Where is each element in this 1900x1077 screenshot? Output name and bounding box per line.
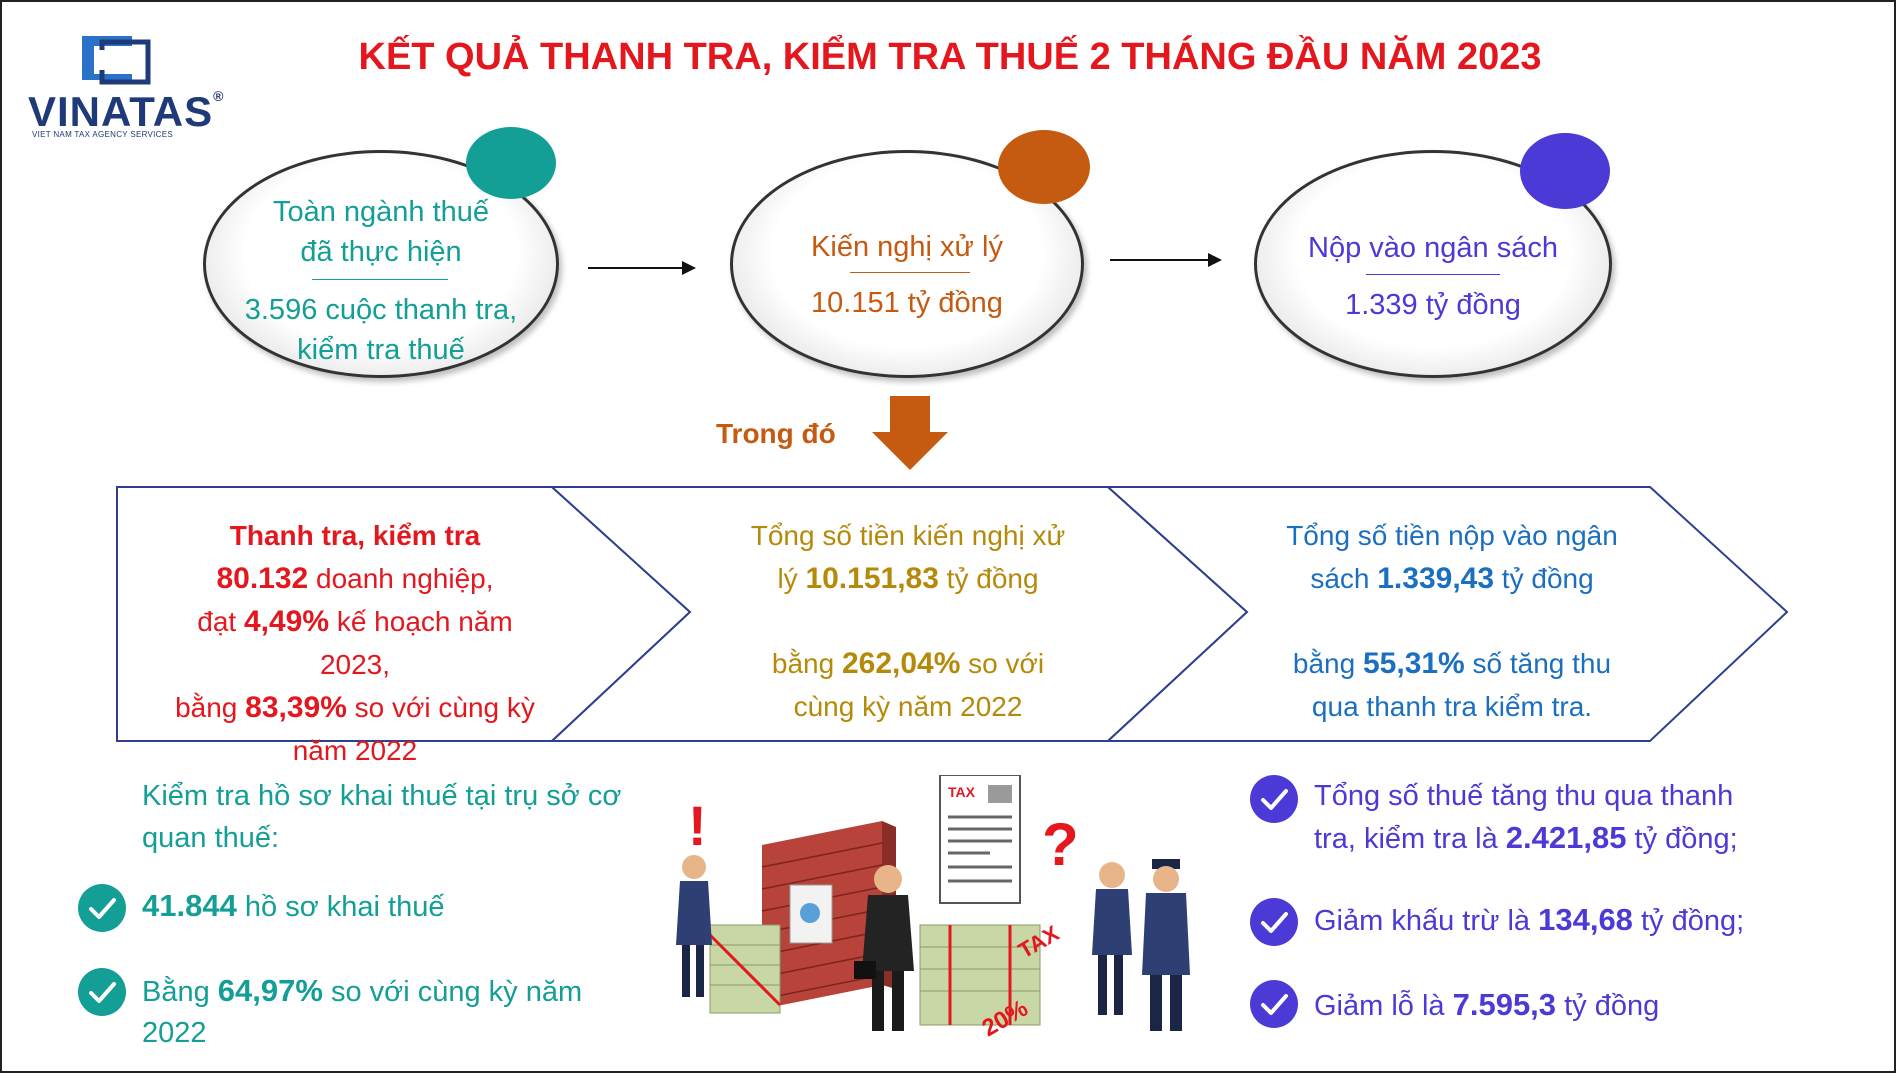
block3-text: Tổng số tiền nộp vào ngân sách 1.339,43 … (1262, 514, 1642, 728)
ellipse1-line4: kiểm tra thuế (297, 334, 465, 366)
arrow-right-head-icon (682, 261, 696, 275)
money-stack-icon (708, 924, 782, 1014)
block2-text: Tổng số tiền kiến nghị xử lý 10.151,83 t… (718, 514, 1098, 728)
right-item3-post: tỷ đồng (1556, 990, 1660, 1022)
ellipse1-line3: 3.596 cuộc thanh tra, (244, 294, 518, 326)
block3-num2: 1.339,43 (1377, 562, 1495, 595)
block2-num3: 262,04% (841, 647, 961, 680)
logo-subtitle: VIET NAM TAX AGENCY SERVICES (32, 130, 174, 139)
arrow-down-icon (872, 396, 948, 470)
ellipse3-line1: Nộp vào ngân sách (1308, 232, 1558, 264)
block2-text4: cùng kỳ năm 2022 (793, 691, 1023, 722)
block3-num3: 55,31% (1362, 647, 1465, 680)
left-item2-text: so với cùng kỳ năm (322, 976, 583, 1008)
block3-text2a: sách (1310, 563, 1378, 594)
left-item1-text: hồ sơ khai thuế (236, 891, 445, 923)
right-item1-post: tỷ đồng; (1626, 823, 1738, 855)
right-item3-num: 7.595,3 (1452, 987, 1557, 1022)
money-stack-icon: TAX 20% (919, 920, 1063, 1042)
right-item1-line1: Tổng số thuế tăng thu qua thanh (1314, 780, 1734, 812)
arrow-right-head-icon (1208, 253, 1222, 267)
block1-text1: doanh nghiệp, (308, 563, 494, 594)
woman-officer-icon (1092, 862, 1132, 1015)
page-title: KẾT QUẢ THANH TRA, KIỂM TRA THUẾ 2 THÁNG… (358, 36, 1542, 78)
block3-text2b: tỷ đồng (1494, 563, 1594, 594)
police-officer-icon (1142, 859, 1190, 1031)
block1-text3b: so với cùng kỳ (346, 692, 535, 723)
right-item3-pre: Giảm lỗ là (1314, 990, 1453, 1022)
right-item2-num: 134,68 (1538, 902, 1633, 937)
businessman-icon (854, 865, 914, 1031)
purple-dot-icon (1520, 133, 1610, 209)
arrow-right-icon (1110, 259, 1210, 261)
check-circle-icon (78, 968, 126, 1016)
block3-text4: qua thanh tra kiểm tra. (1311, 691, 1593, 722)
ellipse2-line1: Kiến nghị xử lý (811, 231, 1003, 263)
orange-dot-icon (998, 130, 1090, 204)
block2-text3b: so với (960, 648, 1045, 679)
right-item1-pre: tra, kiểm tra là (1314, 823, 1506, 855)
logo-registered: ® (213, 88, 225, 104)
block3-line1: Tổng số tiền nộp vào ngân (1286, 520, 1618, 551)
check-circle-icon (78, 884, 126, 932)
block1-num3: 83,39% (245, 691, 347, 724)
ellipse1-line2: đã thực hiện (300, 236, 462, 268)
left-item2-num: 64,97% (217, 973, 323, 1008)
check-circle-icon (1250, 775, 1298, 823)
left-item1-num: 41.844 (142, 888, 237, 923)
block1-text: Thanh tra, kiểm tra 80.132 doanh nghiệp,… (160, 514, 550, 772)
right-item-2: Giảm khấu trừ là 134,68 tỷ đồng; (1314, 899, 1744, 942)
block2-line1: Tổng số tiền kiến nghị xử (750, 520, 1066, 551)
left-item-1: 41.844 hồ sơ khai thuế (142, 885, 444, 928)
teal-dot-icon (466, 127, 556, 199)
logo-mark-icon (82, 36, 151, 85)
left-item-2: Bằng 64,97% so với cùng kỳ năm (142, 970, 582, 1013)
left-heading-1: Kiểm tra hồ sơ khai thuế tại trụ sở cơ (142, 780, 622, 812)
ellipse1-divider (312, 279, 448, 280)
check-circle-icon (1250, 898, 1298, 946)
exclamation-icon: ! (688, 794, 707, 857)
left-heading-2: quan thuế: (142, 822, 280, 854)
block2-text3a: bằng (771, 648, 842, 679)
block2-text2a: lý (777, 563, 806, 594)
block1-num1: 80.132 (216, 562, 309, 595)
tax-label-1: TAX (948, 784, 976, 800)
block1-text3a: bằng (175, 692, 246, 723)
right-item1-num: 2.421,85 (1505, 820, 1627, 855)
block2-num2: 10.151,83 (805, 562, 939, 595)
block1-heading: Thanh tra, kiểm tra (229, 520, 481, 551)
ellipse1-line1: Toàn ngành thuế (272, 196, 490, 228)
chevron-3 (1105, 486, 1789, 742)
left-item2-text2: 2022 (142, 1017, 207, 1049)
right-item-3: Giảm lỗ là 7.595,3 tỷ đồng (1314, 984, 1659, 1027)
ellipse3-line2: 1.339 tỷ đồng (1345, 289, 1521, 321)
right-item2-pre: Giảm khấu trừ là (1314, 905, 1539, 937)
woman-inspector-icon (676, 855, 712, 997)
question-icon: ? (1042, 811, 1079, 878)
arrow-right-icon (588, 267, 682, 269)
block3-text3b: số tăng thu (1464, 648, 1612, 679)
right-item1-line2: tra, kiểm tra là 2.421,85 tỷ đồng; (1314, 817, 1738, 860)
tax-document-icon: TAX (939, 775, 1021, 904)
block3-text3a: bằng (1292, 648, 1363, 679)
right-item2-post: tỷ đồng; (1632, 905, 1745, 937)
block1-text2a: đạt (197, 606, 244, 637)
tax-inspection-illustration: ! ? TAX TAX 20% (676, 775, 1190, 1042)
ellipse2-divider (850, 272, 970, 273)
process-chevrons (116, 486, 1789, 742)
block1-num2: 4,49% (243, 605, 330, 638)
block1-text4: năm 2022 (292, 735, 418, 766)
trong-do-label: Trong đó (716, 418, 836, 449)
block1-text2b: kế hoạch năm 2023, (319, 606, 513, 680)
ellipse3-divider (1366, 274, 1500, 275)
block2-text2b: tỷ đồng (938, 563, 1039, 594)
check-circle-icon (1250, 980, 1298, 1028)
logo-name: VINATAS® (28, 88, 225, 135)
left-item2-pre: Bằng (142, 976, 218, 1008)
ellipse2-line2: 10.151 tỷ đồng (811, 287, 1003, 319)
